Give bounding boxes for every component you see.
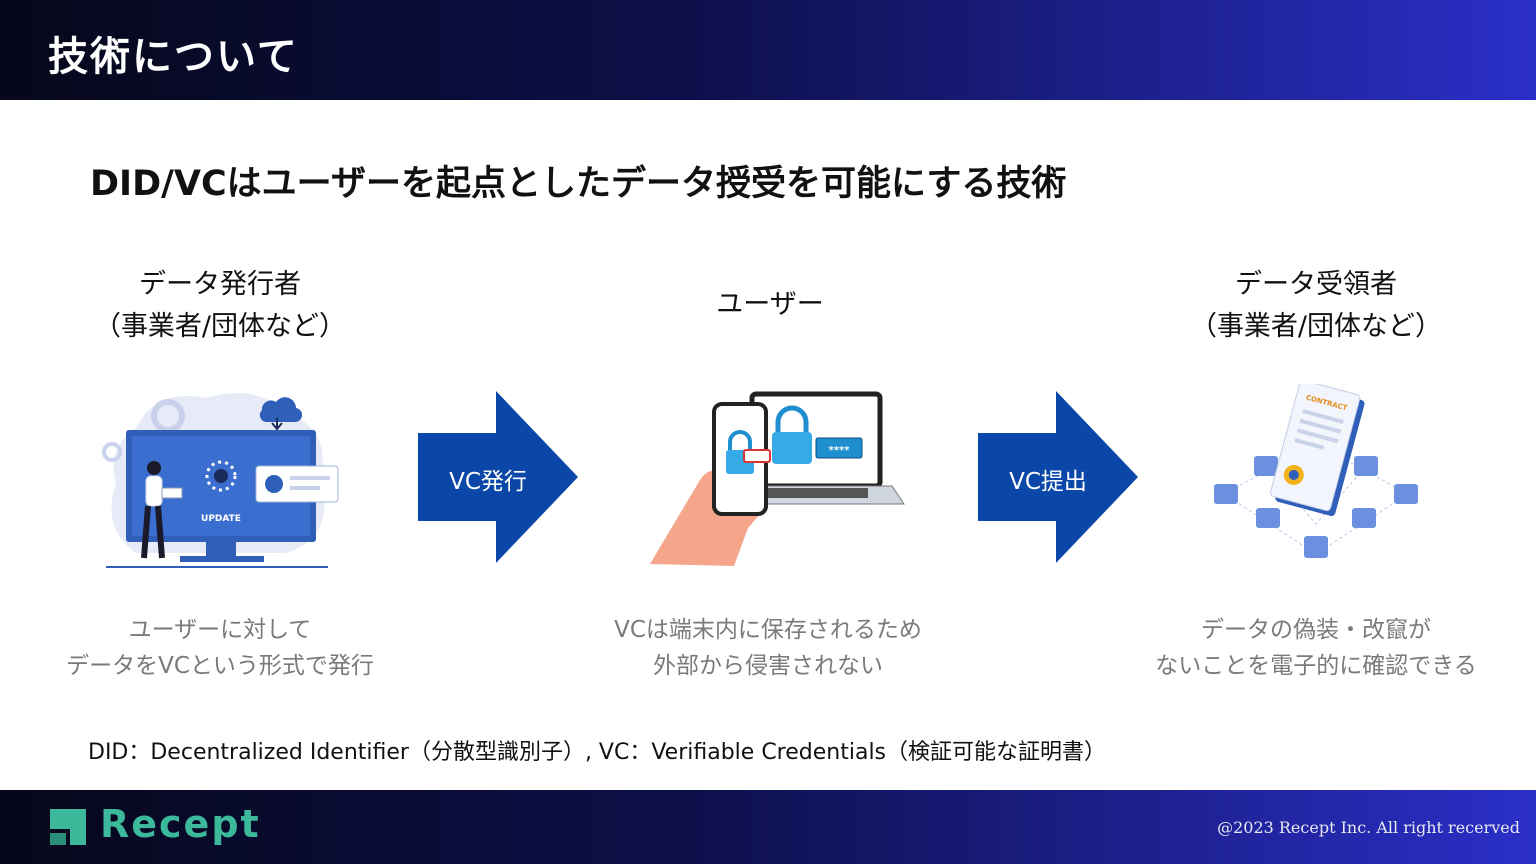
- verifier-title-line2: （事業者/団体など）: [1189, 311, 1443, 342]
- issuer-description: ユーザーに対して データをVCという形式で発行: [40, 612, 400, 684]
- verifier-title-line1: データ受領者: [1235, 269, 1397, 300]
- verifier-desc-line1: データの偽装・改竄が: [1201, 617, 1431, 643]
- issuer-desc-line1: ユーザーに対して: [128, 617, 312, 643]
- issuer-desc-line2: データをVCという形式で発行: [66, 653, 374, 679]
- footer-bar: Recept @2023 Recept Inc. All right recer…: [0, 790, 1536, 864]
- footnote: DID：Decentralized Identifier（分散型識別子）, VC…: [88, 740, 1107, 765]
- logo-text: Recept: [100, 802, 261, 846]
- copyright: @2023 Recept Inc. All right recerved: [1217, 818, 1520, 837]
- cloud-download-icon: [259, 397, 303, 423]
- update-computer-illustration: UPDATE: [102, 393, 339, 568]
- user-title: ユーザー: [620, 284, 920, 326]
- issue-arrow-label: VC発行: [449, 469, 527, 495]
- submit-arrow: [978, 391, 1138, 563]
- issue-arrow: [418, 391, 578, 563]
- recept-logo-icon: [50, 809, 86, 845]
- gear-icon: [214, 469, 228, 483]
- blockchain-nodes: [1214, 456, 1418, 558]
- header-bar: 技術について: [0, 0, 1536, 100]
- headline: DID/VCはユーザーを起点としたデータ授受を可能にする技術: [90, 164, 1067, 204]
- user-title-line1: ユーザー: [716, 289, 824, 320]
- phone-laptop-lock-illustration: ****: [650, 391, 905, 566]
- user-description: VCは端末内に保存されるため 外部から侵害されない: [578, 612, 958, 684]
- update-label: UPDATE: [201, 514, 241, 524]
- lock-icon: [775, 405, 809, 432]
- contract-blockchain-illustration: CONTRACT: [1214, 384, 1418, 558]
- issuer-title-line2: （事業者/団体など）: [93, 311, 347, 342]
- issuer-title: データ発行者 （事業者/団体など）: [70, 264, 370, 348]
- user-desc-line1: VCは端末内に保存されるため: [614, 617, 922, 643]
- submit-arrow-label: VC提出: [1009, 469, 1087, 495]
- lock-icon: [728, 430, 752, 450]
- user-desc-line2: 外部から侵害されない: [653, 653, 883, 679]
- verifier-description: データの偽装・改竄が ないことを電子的に確認できる: [1126, 612, 1506, 684]
- page-title: 技術について: [48, 34, 299, 80]
- issuer-title-line1: データ発行者: [139, 269, 301, 300]
- verifier-desc-line2: ないことを電子的に確認できる: [1155, 653, 1477, 679]
- gear-icon: [102, 442, 122, 462]
- verifier-title: データ受領者 （事業者/団体など）: [1166, 264, 1466, 348]
- password-mask: ****: [829, 445, 851, 456]
